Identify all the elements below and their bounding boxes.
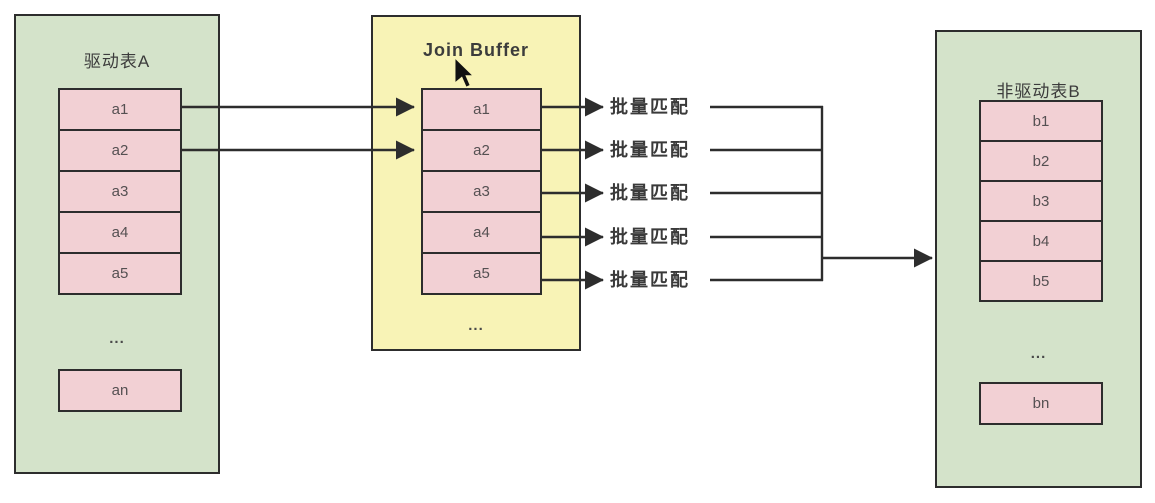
table-row: b2	[979, 140, 1103, 182]
table-row: an	[58, 369, 182, 412]
table-row: a1	[58, 88, 182, 131]
table-row: a4	[58, 211, 182, 254]
driving-table-a-box: 驱动表A a1 a2 a3 a4 a5 ... an	[14, 14, 220, 474]
join-buffer-box: Join Buffer a1 a2 a3 a4 a5 ...	[371, 15, 581, 351]
driving-table-a-title: 驱动表A	[83, 52, 151, 71]
table-row: b5	[979, 260, 1103, 302]
batch-match-label: 批量匹配	[610, 183, 690, 203]
table-row: a5	[58, 252, 182, 295]
table-row: bn	[979, 382, 1103, 425]
batch-match-label: 批量匹配	[610, 270, 690, 290]
table-a-ellipsis: ...	[109, 330, 125, 347]
buffer-row: a1	[421, 88, 542, 131]
join-buffer-rows: a1 a2 a3 a4 a5	[421, 88, 542, 295]
non-driving-table-b-box: 非驱动表B b1 b2 b3 b4 b5 ... bn	[935, 30, 1142, 488]
join-buffer-ellipsis: ...	[468, 317, 484, 334]
join-buffer-title: Join Buffer	[422, 40, 529, 60]
non-driving-table-b-rows: b1 b2 b3 b4 b5	[979, 100, 1103, 302]
table-row: b4	[979, 220, 1103, 262]
table-row: a2	[58, 129, 182, 172]
batch-match-label: 批量匹配	[610, 97, 690, 117]
table-row: b1	[979, 100, 1103, 142]
table-row: a3	[58, 170, 182, 213]
table-row: b3	[979, 180, 1103, 222]
driving-table-a-rows: a1 a2 a3 a4 a5	[58, 88, 182, 295]
buffer-row: a2	[421, 129, 542, 172]
batch-match-label: 批量匹配	[610, 140, 690, 160]
buffer-row: a4	[421, 211, 542, 254]
table-b-ellipsis: ...	[1030, 345, 1047, 362]
batch-match-label: 批量匹配	[610, 227, 690, 247]
buffer-row: a5	[421, 252, 542, 295]
buffer-row: a3	[421, 170, 542, 213]
non-driving-table-b-title: 非驱动表B	[996, 82, 1081, 101]
